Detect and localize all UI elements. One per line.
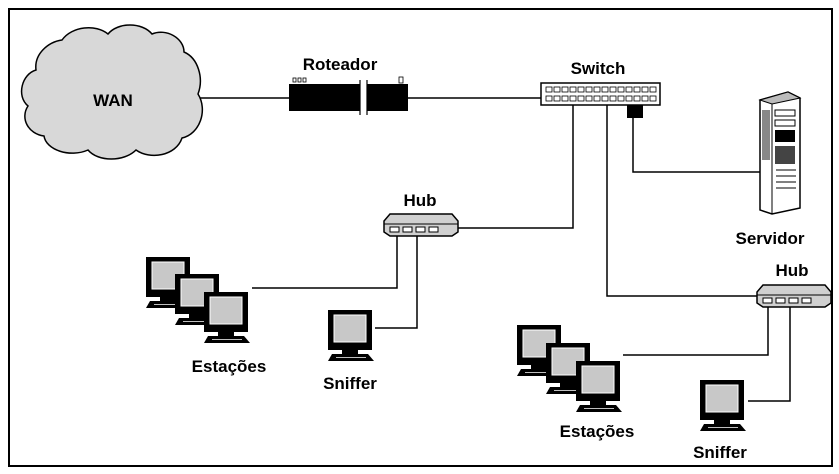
wan-cloud-icon — [20, 24, 203, 160]
switch-hub-left-link — [458, 105, 574, 229]
sniffer-right-label: Sniffer — [693, 443, 747, 462]
stations-right-label: Estações — [560, 422, 635, 441]
server-icon — [758, 91, 802, 215]
switch-hub-right-link — [606, 105, 757, 297]
stations-left-label: Estações — [192, 357, 267, 376]
router-icon — [289, 76, 408, 115]
hub-right-label: Hub — [775, 261, 808, 280]
router-label: Roteador — [303, 55, 378, 74]
connection-lines — [198, 97, 791, 402]
hub-left-stations-link — [252, 236, 398, 289]
hub-left-label: Hub — [403, 191, 436, 210]
switch-server-link — [632, 118, 760, 173]
hub-left-sniffer-link — [375, 236, 418, 329]
hub-right-stations-link — [623, 306, 769, 356]
hub-right-sniffer-link — [748, 306, 791, 402]
server-label: Servidor — [736, 229, 805, 248]
sniffer-left-label: Sniffer — [323, 374, 377, 393]
switch-icon — [540, 82, 661, 118]
hub-right-icon — [756, 284, 832, 308]
hub-left-icon — [383, 213, 459, 237]
wan-label: WAN — [93, 91, 133, 110]
switch-label: Switch — [571, 59, 626, 78]
